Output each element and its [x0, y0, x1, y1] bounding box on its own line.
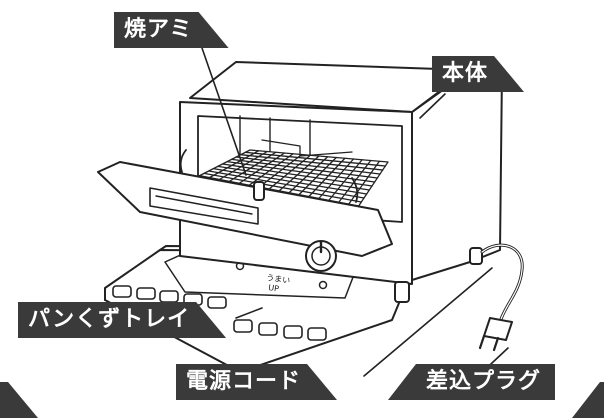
toaster-diagram: うまい UP 焼アミ 本体 パンくずトレイ 電源コード 差込プラグ [0, 0, 604, 407]
tray-text-line2: UP [268, 283, 280, 293]
timer-knob [306, 241, 336, 271]
label-plug: 差込プラグ [388, 364, 555, 400]
label-crumb-tray: パンくずトレイ [18, 302, 226, 338]
toaster-illustration: うまい UP [0, 0, 604, 407]
plug [480, 318, 512, 350]
power-cord-line [482, 245, 522, 322]
